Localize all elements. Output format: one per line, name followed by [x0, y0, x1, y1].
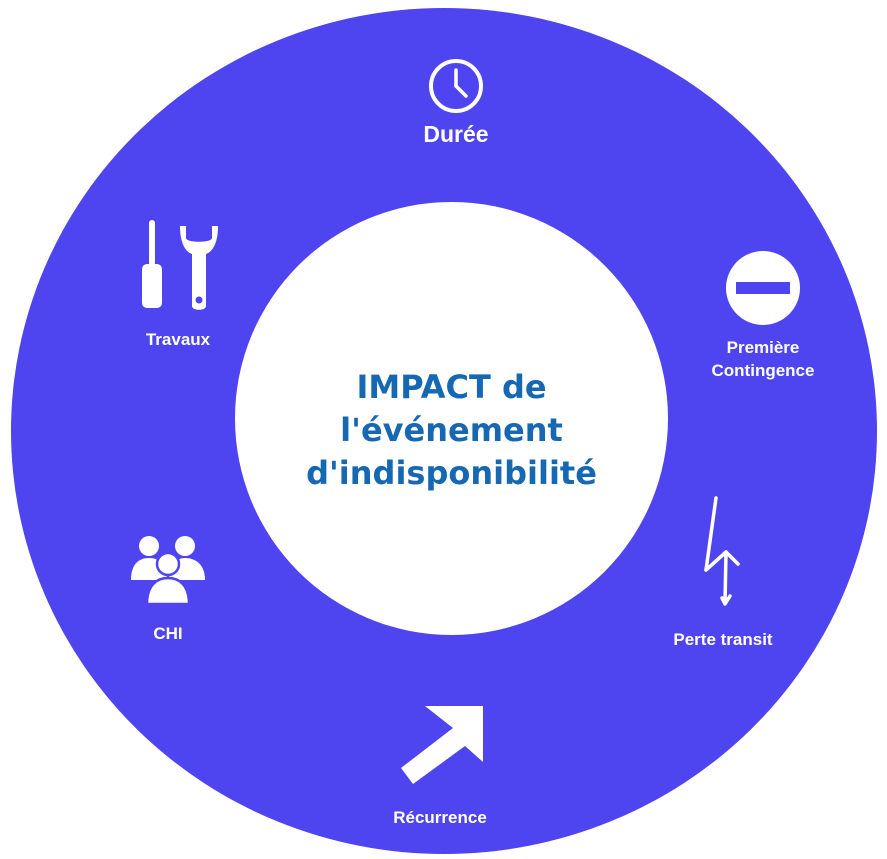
center-circle: [235, 202, 668, 635]
center-title: IMPACT de l'événement d'indisponibilité: [265, 366, 638, 495]
factor-travaux: Travaux: [108, 220, 248, 350]
factor-recurrence-label: Récurrence: [393, 808, 487, 827]
group-of-people-icon: [131, 536, 205, 604]
factor-perte-transit-label: Perte transit: [673, 630, 773, 649]
factor-chi-label: CHI: [153, 624, 183, 643]
factor-perte-transit: Perte transit: [628, 494, 818, 650]
factor-premiere-label-line-1: Première: [726, 338, 800, 357]
center-title-line-1: IMPACT de: [356, 368, 547, 406]
factor-travaux-label: Travaux: [145, 330, 211, 349]
center-title-line-3: d'indisponibilité: [306, 454, 597, 492]
no-entry-icon: [726, 251, 800, 325]
factor-premiere-contingence: Première Contingence: [678, 250, 848, 382]
factor-recurrence: Récurrence: [360, 706, 520, 828]
center-title-line-2: l'événement: [340, 411, 563, 449]
factor-premiere-label-line-2: Contingence: [711, 361, 815, 380]
arrow-up-right-icon: [401, 706, 483, 784]
factor-premiere-contingence-label: Première Contingence: [678, 336, 848, 382]
factor-chi: CHI: [108, 532, 228, 644]
screwdriver-wrench-icon: [142, 220, 218, 310]
factor-duree: Durée: [380, 58, 532, 148]
lightning-bolt-icon: [704, 496, 740, 606]
clock-icon: [429, 59, 483, 113]
factor-duree-label: Durée: [423, 121, 489, 147]
